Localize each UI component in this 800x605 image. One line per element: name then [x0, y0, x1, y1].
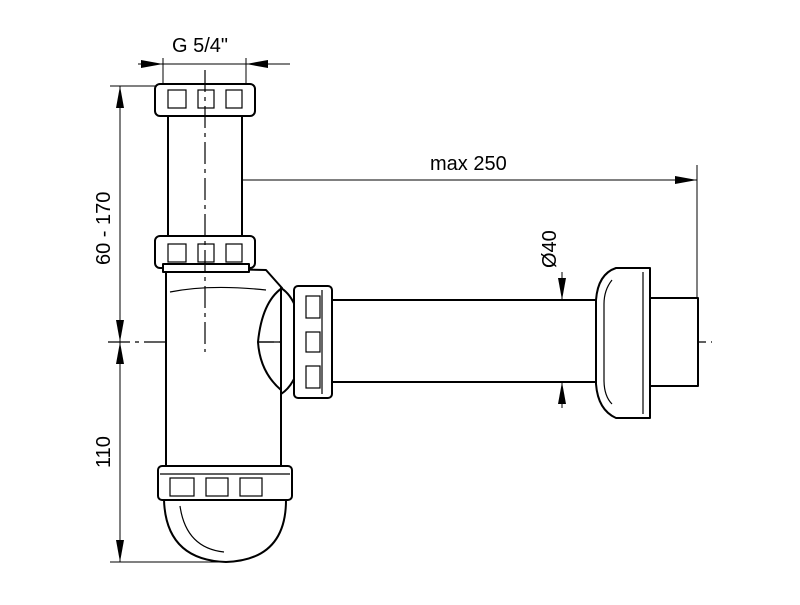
outlet-pipe [329, 299, 601, 383]
bottom-cap [157, 465, 293, 563]
lower-height-dimension: 110 [93, 342, 232, 563]
wall-rosette [595, 267, 699, 419]
thread-dimension: G 5/4" [138, 35, 290, 84]
lower-height-label: 110 [93, 436, 115, 468]
diameter-label: Ø40 [539, 230, 561, 268]
height-range-label: 60 - 170 [93, 192, 115, 265]
outlet-union-nut [293, 285, 333, 399]
height-range-dimension: 60 - 170 [93, 85, 162, 342]
max-length-label: max 250 [430, 153, 507, 175]
siphon-bottle [165, 267, 303, 467]
thread-label: G 5/4" [172, 35, 228, 57]
